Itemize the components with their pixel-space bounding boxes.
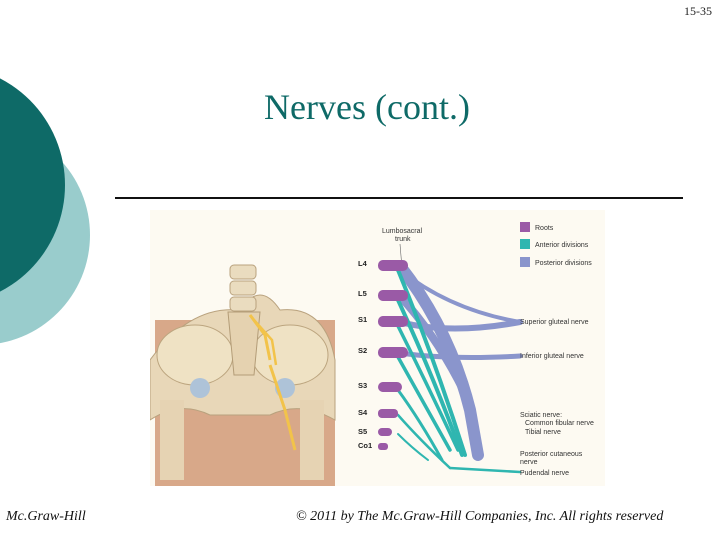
copyright-notice: © 2011 by The Mc.Graw-Hill Companies, In…: [296, 509, 664, 524]
root-label-co1: Co1: [358, 441, 372, 450]
label-inferior-gluteal: Inferior gluteal nerve: [520, 353, 584, 360]
legend: Roots Anterior divisions Posterior divis…: [520, 222, 592, 267]
legend-swatch-anterior: [520, 239, 530, 249]
title-divider: [115, 197, 683, 199]
root-label-s3: S3: [358, 381, 367, 390]
label-common-fibular: Common fibular nerve: [525, 420, 594, 427]
root-label-s4: S4: [358, 408, 368, 417]
posterior-divisions: [394, 260, 523, 461]
root-label-s2: S2: [358, 346, 367, 355]
publisher-name: Mc.Graw-Hill: [6, 509, 86, 524]
slide-title: Nerves (cont.): [264, 87, 470, 127]
label-superior-gluteal: Superior gluteal nerve: [520, 319, 589, 326]
dark-circle: [0, 78, 65, 292]
label-tibial: Tibial nerve: [525, 429, 561, 436]
root-label-s1: S1: [358, 315, 367, 324]
nerve-labels: Superior gluteal nerve Inferior gluteal …: [520, 319, 594, 477]
legend-label-roots: Roots: [535, 225, 554, 232]
root-labels: L4 L5 S1 S2 S3 S4 S5 Co1: [358, 259, 372, 450]
trunk-label-line2: trunk: [395, 236, 411, 243]
root-segments: [378, 260, 408, 450]
label-posterior-cutaneous-1: Posterior cutaneous: [520, 451, 583, 458]
root-label-l5: L5: [358, 289, 367, 298]
label-sciatic: Sciatic nerve:: [520, 412, 562, 419]
legend-label-anterior: Anterior divisions: [535, 242, 589, 249]
legend-label-posterior: Posterior divisions: [535, 260, 592, 267]
legend-swatch-roots: [520, 222, 530, 232]
sacral-plexus-figure: Lumbosacral trunk L4 L5 S1 S2 S3 S4 S5 C…: [150, 210, 605, 486]
root-label-l4: L4: [358, 259, 368, 268]
pelvis-illustration: [150, 264, 336, 486]
decorative-circles: [0, 78, 90, 344]
label-pudendal: Pudendal nerve: [520, 470, 569, 477]
sacral-plexus-illustration: Lumbosacral trunk L4 L5 S1 S2 S3 S4 S5 C…: [150, 222, 594, 486]
label-posterior-cutaneous-2: nerve: [520, 459, 538, 466]
legend-swatch-posterior: [520, 257, 530, 267]
slide-number: 15-35: [684, 4, 712, 18]
root-label-s5: S5: [358, 427, 367, 436]
trunk-label-line1: Lumbosacral: [382, 228, 423, 235]
